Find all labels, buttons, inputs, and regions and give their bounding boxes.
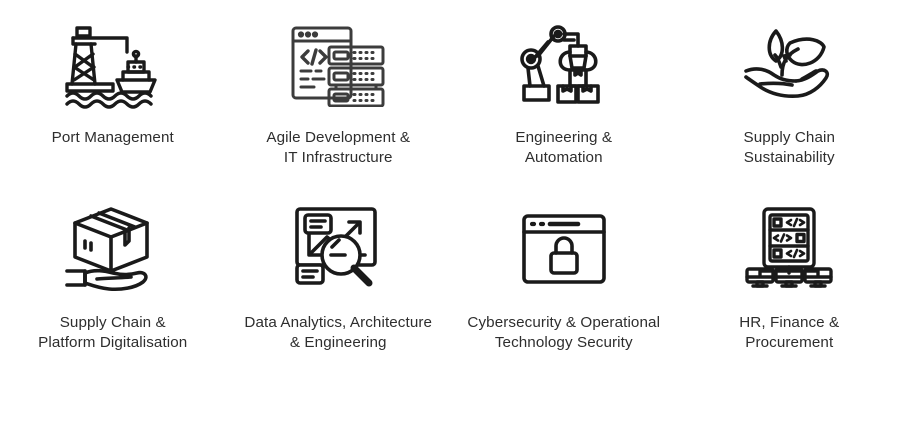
capability-label: Cybersecurity & Operational Technology S… <box>467 314 661 351</box>
capability-card-port-management[interactable]: Port Management <box>0 0 226 185</box>
capability-card-hr-finance-procurement[interactable]: HR, Finance & Procurement <box>677 185 902 370</box>
chart-magnifier-analytics-icon <box>291 201 385 297</box>
code-window-server-rack-icon <box>290 16 386 116</box>
server-rack-terminals-icon <box>744 201 834 297</box>
capability-card-data-analytics-architecture-engineering[interactable]: Data Analytics, Architecture & Engineeri… <box>226 185 452 370</box>
capability-label: Port Management <box>51 129 174 146</box>
capability-label: Data Analytics, Architecture & Engineeri… <box>244 314 433 351</box>
capability-card-cybersecurity-operational-technology-security[interactable]: Cybersecurity & Operational Technology S… <box>451 185 677 370</box>
capability-card-supply-chain-sustainability[interactable]: Supply Chain Sustainability <box>677 0 902 185</box>
capability-card-agile-development-it-infrastructure[interactable]: Agile Development & IT Infrastructure <box>226 0 452 185</box>
capability-label: Supply Chain Sustainability <box>743 129 836 166</box>
browser-padlock-icon <box>521 201 607 297</box>
hand-holding-box-icon <box>64 201 161 297</box>
capability-card-supply-chain-platform-digitalisation[interactable]: Supply Chain & Platform Digitalisation <box>0 185 226 370</box>
capability-label: HR, Finance & Procurement <box>739 314 840 351</box>
capability-card-engineering-automation[interactable]: Engineering & Automation <box>451 0 677 185</box>
capability-label: Agile Development & IT Infrastructure <box>266 129 411 166</box>
hand-plant-sprout-icon <box>740 16 838 116</box>
capability-icon-grid: Port Management <box>0 0 902 370</box>
capability-label: Engineering & Automation <box>515 129 613 166</box>
capability-label: Supply Chain & Platform Digitalisation <box>38 314 188 351</box>
port-crane-ship-icon <box>65 16 161 116</box>
robotic-arm-boxes-icon <box>518 16 610 116</box>
